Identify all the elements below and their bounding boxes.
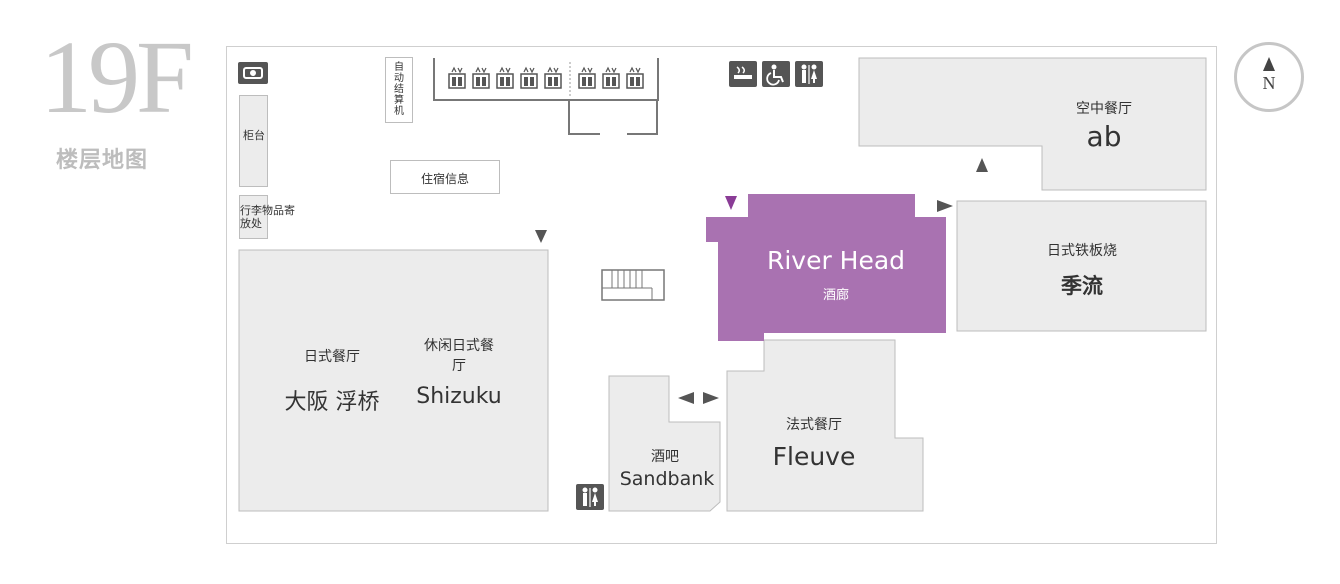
kiryu-type: 日式铁板烧 <box>1047 243 1117 259</box>
compass: N <box>1234 42 1304 112</box>
ab-type: 空中餐厅 <box>1076 101 1132 117</box>
cashier-counter: 柜台 <box>239 95 268 187</box>
lodging-info-box[interactable]: 住宿信息 <box>390 160 500 194</box>
room-ab <box>858 57 1207 191</box>
room-kiryu <box>956 200 1207 332</box>
currency-exchange-icon <box>238 62 268 84</box>
entrance-arrow-icon <box>937 200 953 212</box>
floor-map-label: 楼层地图 <box>56 148 149 173</box>
self-checkout-label: 自动结算机 <box>394 62 404 117</box>
sandbank-type: 酒吧 <box>651 449 679 465</box>
north-arrow-icon <box>1263 57 1275 71</box>
entrance-arrow-icon <box>535 230 547 243</box>
room-fleuve <box>726 339 924 512</box>
wheelchair-icon <box>762 61 790 87</box>
luggage-storage-box <box>239 195 268 239</box>
room-sandbank <box>608 375 721 512</box>
fleuve-name[interactable]: Fleuve <box>772 442 856 471</box>
ab-name[interactable]: ab <box>1086 120 1122 153</box>
map-frame <box>226 46 1217 544</box>
kiryu-name[interactable]: 季流 <box>1061 274 1103 298</box>
shizuku-type: 休闲日式餐厅 <box>424 338 494 374</box>
restroom-icon <box>795 61 823 87</box>
osaka-name[interactable]: 大阪 浮桥 <box>284 390 380 415</box>
room-osaka-shizuku <box>238 249 549 512</box>
fleuve-type: 法式餐厅 <box>786 417 842 433</box>
sandbank-name[interactable]: Sandbank <box>619 468 715 490</box>
lodging-info-label: 住宿信息 <box>420 172 469 186</box>
luggage-storage-label: 行李物品寄放处 <box>240 204 295 230</box>
shizuku-name[interactable]: Shizuku <box>416 384 502 409</box>
river-head-name[interactable]: River Head <box>766 246 906 275</box>
entrance-arrow-icon <box>976 158 988 172</box>
room-river-head <box>706 194 946 341</box>
river-head-type: 酒廊 <box>822 288 849 303</box>
cashier-label: 柜台 <box>243 129 265 142</box>
smoking-icon <box>729 61 757 87</box>
entrance-arrow-icon <box>703 392 719 404</box>
floor-number: 19F <box>40 20 194 135</box>
osaka-type: 日式餐厅 <box>304 349 360 365</box>
compass-letter: N <box>1262 73 1276 93</box>
restroom-icon <box>576 484 604 510</box>
entrance-arrow-icon <box>725 196 737 210</box>
self-checkout-box: 自动结算机 <box>385 57 413 123</box>
entrance-arrow-icon <box>678 392 694 404</box>
